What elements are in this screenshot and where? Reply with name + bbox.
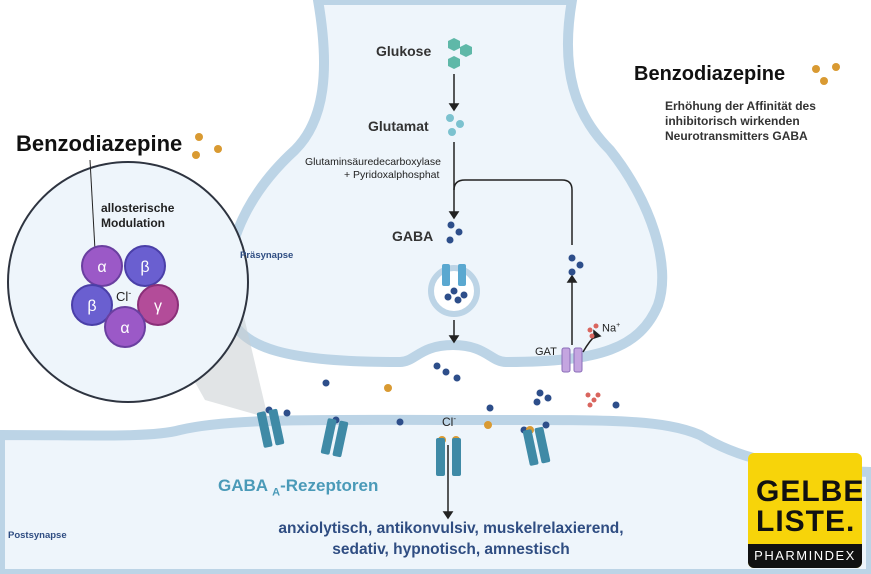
subunit-label: β: [87, 298, 96, 315]
chloride-center-label: Cl-: [116, 288, 131, 304]
benzo-right-desc-1: Erhöhung der Affinität des: [665, 99, 816, 113]
zoom-circle: [7, 161, 249, 403]
subunit-label: β: [140, 259, 149, 276]
effects-line-1: anxiolytisch, antikonvulsiv, muskelrelax…: [278, 520, 624, 537]
glutamate-dots: [446, 114, 464, 136]
subunit-gamma: [137, 284, 179, 326]
subunit-beta-1: [124, 245, 166, 287]
subunit-alpha-2: [104, 306, 146, 348]
chloride-post-label: Cl-: [442, 414, 457, 429]
praesynapse-label: Präsynapse: [240, 250, 294, 261]
glucose-icon: [448, 38, 472, 69]
benzo-left-title: Benzodiazepine: [16, 131, 183, 156]
sodium-dots: [585, 323, 601, 408]
logo-line-2: LISTE.: [756, 505, 856, 538]
subunit-label: α: [97, 259, 106, 276]
gaba-label: GABA: [392, 228, 434, 244]
subunit-label: γ: [154, 298, 162, 315]
benzo-right-title: Benzodiazepine: [634, 63, 786, 85]
gaba-a-receptors: [256, 408, 551, 476]
gelbe-liste-logo: GELBE LISTE. PHARMINDEX: [748, 453, 862, 568]
receptor-label: GABA A-Rezeptoren: [218, 476, 379, 499]
benzo-right-desc-3: Neurotransmitters GABA: [665, 129, 808, 143]
subunit-label: α: [120, 320, 129, 337]
logo-band: PHARMINDEX: [748, 544, 862, 568]
modulation-label-2: Modulation: [101, 216, 165, 230]
subunit-beta-2: [71, 284, 113, 326]
vesicle-channel: [442, 264, 466, 286]
sodium-label: Na+: [602, 322, 621, 335]
presynapse-membrane: [221, 0, 668, 368]
gat-label: GAT: [535, 346, 557, 358]
enzyme-label-1: Glutaminsäuredecarboxylase: [305, 156, 441, 168]
glutamat-label: Glutamat: [368, 118, 429, 134]
enzyme-label-2: + Pyridoxalphosphat: [344, 169, 440, 181]
gat-transporter: [561, 347, 583, 373]
effects-line-2: sedativ, hypnotisch, amnestisch: [332, 541, 570, 558]
subunit-alpha-1: [81, 245, 123, 287]
postsynapse-label: Postsynapse: [8, 530, 67, 541]
modulation-label-1: allosterische: [101, 201, 175, 215]
logo-line-1: GELBE: [756, 475, 862, 508]
benzo-right-desc-2: inhibitorisch wirkenden: [665, 114, 800, 128]
glukose-label: Glukose: [376, 43, 432, 59]
